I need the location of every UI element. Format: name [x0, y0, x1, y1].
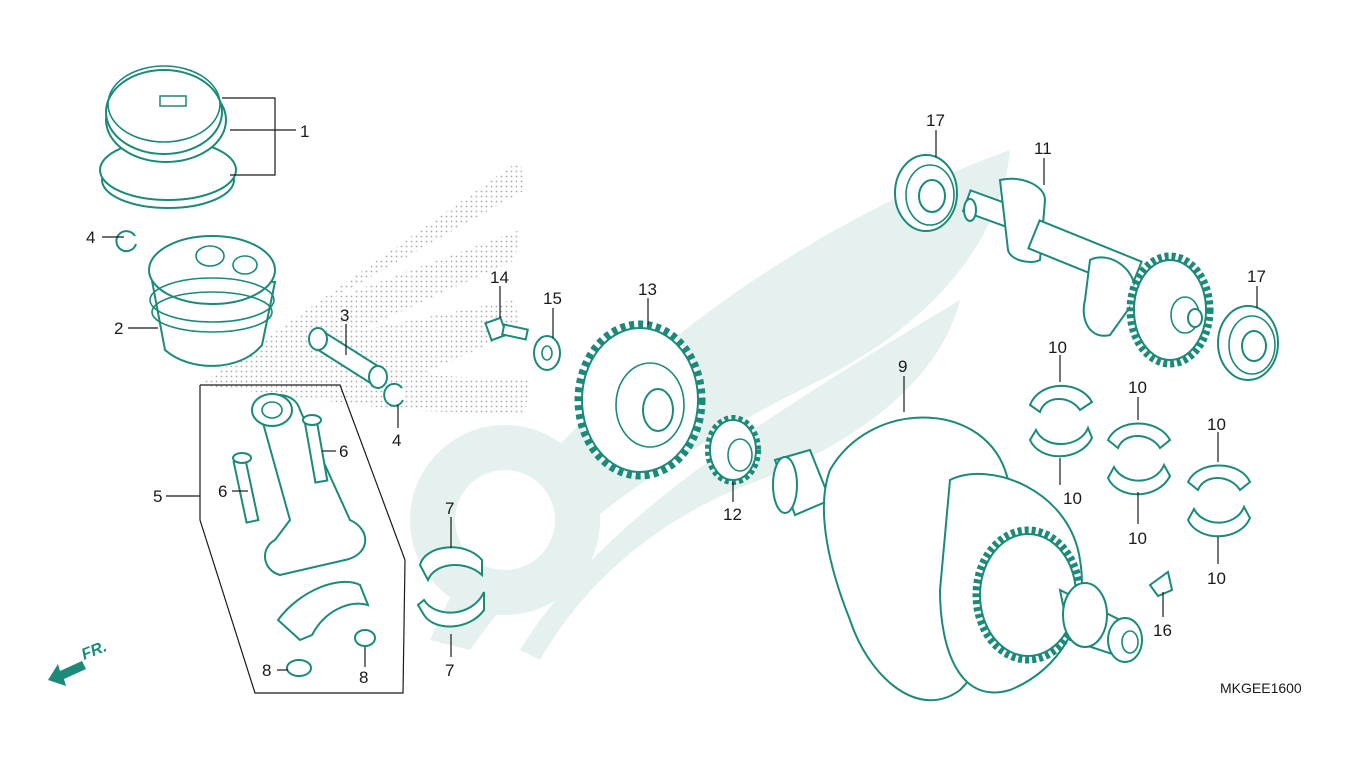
connecting-rod-assembly-bracket	[199, 384, 406, 694]
piston-pin-clip-upper	[115, 230, 137, 253]
main-bearing-1	[1028, 384, 1094, 458]
rod-bolt-right	[302, 414, 329, 484]
callout-10-d: 10	[1128, 529, 1147, 548]
main-bearing-3	[1186, 464, 1252, 538]
callout-14: 14	[490, 268, 509, 287]
rod-bearing-upper	[418, 546, 483, 583]
gear-washer	[533, 335, 561, 371]
rod-nut-right	[354, 629, 376, 647]
callout-12: 12	[723, 505, 742, 524]
diagram-code: MKGEE1600	[1220, 680, 1302, 696]
crankshaft	[772, 416, 1143, 702]
front-arrow-icon	[48, 661, 86, 686]
piston-rings	[99, 65, 237, 209]
callout-10-e: 10	[1207, 415, 1226, 434]
callout-8-right: 8	[359, 668, 368, 687]
callout-10-c: 10	[1128, 378, 1147, 397]
callout-7-lower: 7	[445, 661, 454, 680]
callout-6-right: 6	[339, 442, 348, 461]
callout-13: 13	[638, 280, 657, 299]
callout-10-a: 10	[1048, 338, 1067, 357]
callout-15: 15	[543, 289, 562, 308]
callout-8-left: 8	[262, 661, 271, 680]
rod-bearing-lower	[416, 591, 485, 628]
callout-6-left: 6	[218, 482, 227, 501]
callout-1: 1	[300, 122, 309, 141]
callout-17-lower: 17	[1247, 267, 1266, 286]
callout-7-upper: 7	[445, 499, 454, 518]
connecting-rod	[251, 393, 367, 577]
main-bearing-2	[1106, 422, 1172, 496]
leader-lines	[102, 97, 1258, 671]
connecting-rod-cap	[276, 580, 370, 642]
balancer-bearing-upper	[894, 154, 958, 232]
callout-labels: 1 2 3 4 4 5 6 6 7 7 8 8 9 10 10 10 10 10…	[86, 111, 1266, 687]
callout-4-upper: 4	[86, 228, 95, 247]
front-arrow: FR.	[48, 638, 109, 686]
balancer-drive-gear	[705, 415, 761, 485]
callout-9: 9	[898, 357, 907, 376]
callout-3: 3	[340, 306, 349, 325]
piston-pin	[308, 327, 388, 389]
gear-bolt	[484, 316, 529, 342]
rod-nut-left	[286, 659, 312, 677]
callout-16: 16	[1153, 621, 1172, 640]
callout-10-f: 10	[1207, 569, 1226, 588]
rod-bolt-left	[232, 452, 260, 524]
primary-drive-gear	[574, 320, 706, 480]
callout-4-lower: 4	[392, 431, 401, 450]
piston	[148, 235, 277, 367]
front-label: FR.	[79, 638, 109, 663]
callout-10-b: 10	[1063, 489, 1082, 508]
woodruff-key	[1148, 570, 1174, 598]
callout-5: 5	[153, 487, 162, 506]
dotted-wing-shading	[200, 160, 530, 415]
callout-2: 2	[114, 319, 123, 338]
piston-pin-clip-lower	[383, 382, 404, 407]
balancer-shaft	[961, 177, 1214, 368]
callout-17-upper: 17	[926, 111, 945, 130]
balancer-bearing-lower	[1217, 305, 1279, 381]
callout-11: 11	[1034, 139, 1052, 158]
